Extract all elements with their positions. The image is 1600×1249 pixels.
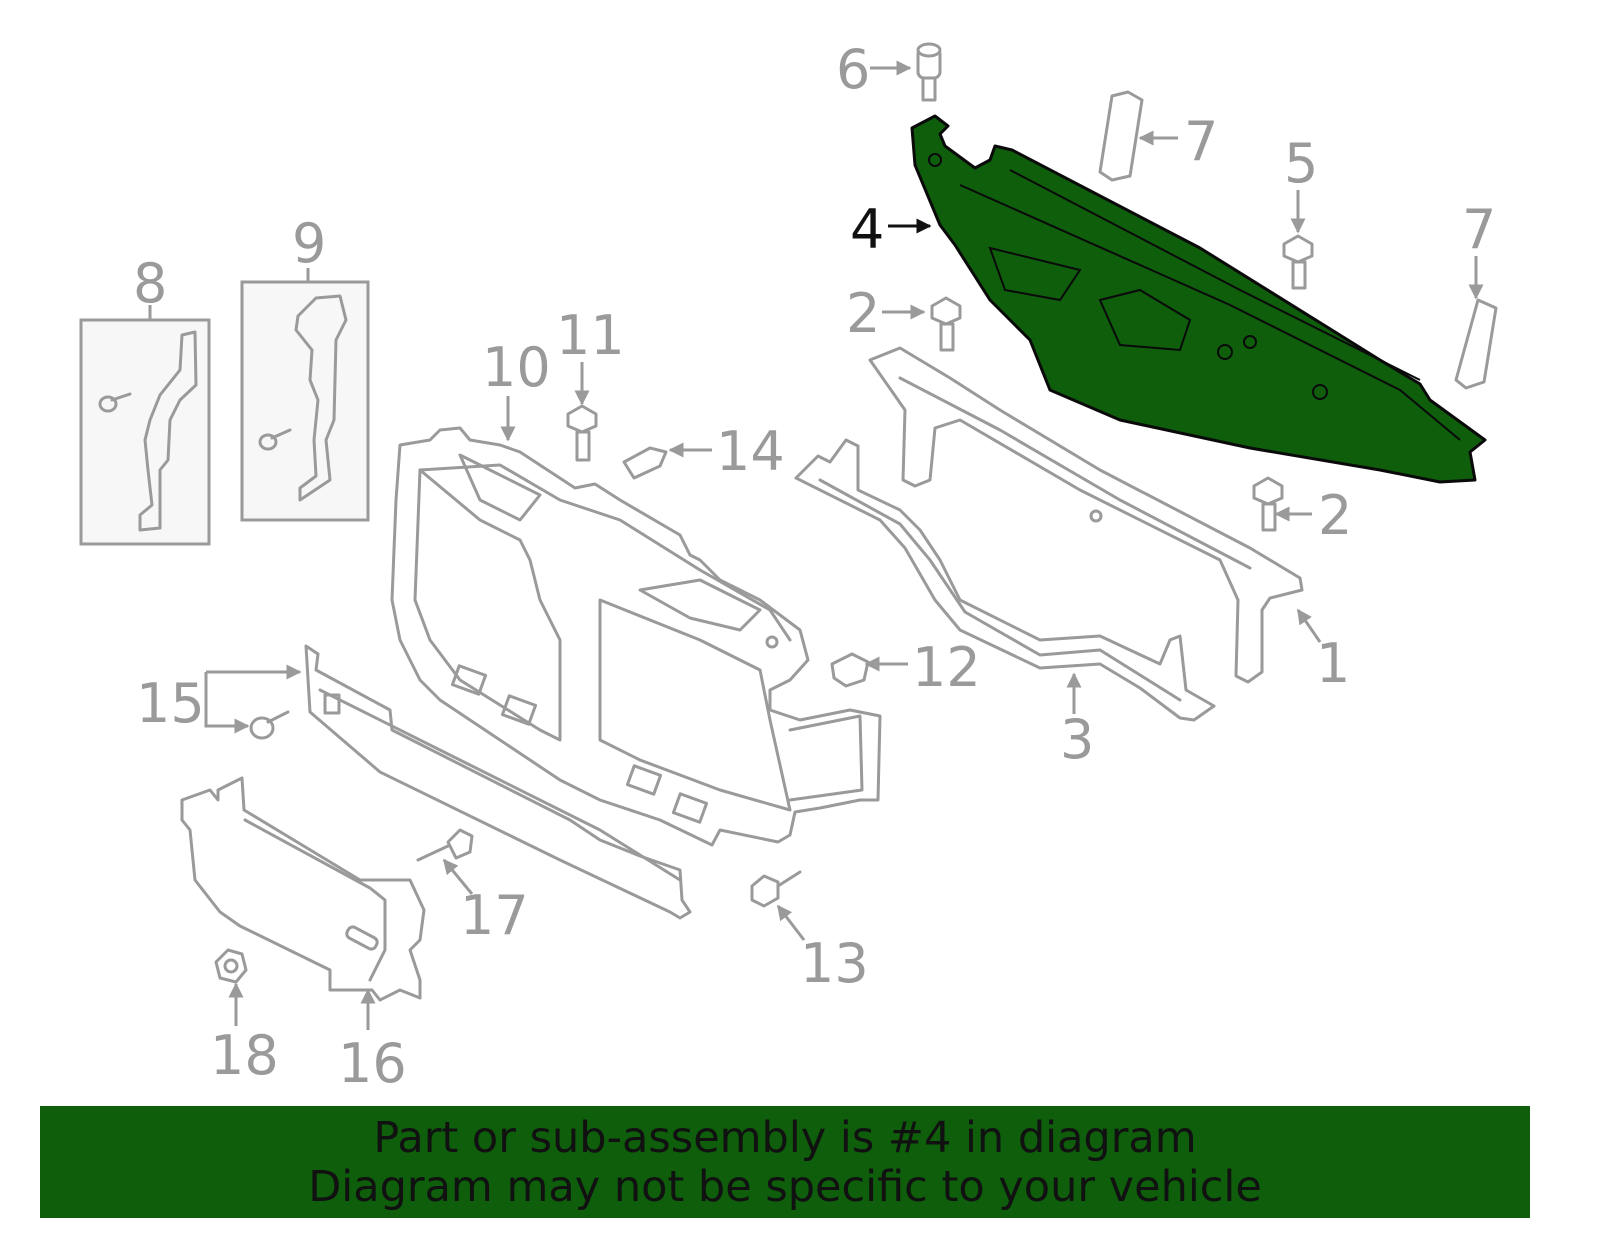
part-8-bracket-box[interactable] <box>79 318 211 546</box>
callout-14: 14 <box>716 420 785 483</box>
callout-10: 10 <box>482 336 551 399</box>
banner-line-2: Diagram may not be specific to your vehi… <box>308 1162 1262 1212</box>
callout-17: 17 <box>460 884 529 947</box>
callout-5: 5 <box>1284 132 1318 195</box>
part-5-bolt[interactable] <box>1282 234 1314 290</box>
callout-9: 9 <box>292 212 326 275</box>
part-12-clip[interactable] <box>830 652 870 688</box>
part-16-lower-shield[interactable] <box>180 776 426 1002</box>
part-6-bolt[interactable] <box>916 42 942 102</box>
callout-7-lower: 7 <box>1462 198 1496 261</box>
part-15-lower-panel[interactable] <box>304 644 692 920</box>
part-18-nut[interactable] <box>214 948 248 984</box>
callout-labels: 6 4 7 5 7 2 2 1 3 8 9 10 11 14 12 15 17 … <box>133 38 1496 1095</box>
part-13-bolt[interactable] <box>750 870 802 908</box>
part-11-bolt[interactable] <box>566 404 598 462</box>
callout-2-left: 2 <box>846 282 880 345</box>
callout-18: 18 <box>210 1024 279 1087</box>
part-2-bolt-left[interactable] <box>930 296 962 352</box>
part-10-radiator-support[interactable] <box>390 426 882 847</box>
info-banner: Part or sub-assembly is #4 in diagram Di… <box>40 1106 1530 1218</box>
callout-7-upper: 7 <box>1184 110 1218 173</box>
callout-1: 1 <box>1316 632 1350 695</box>
part-3-lower-tie-bar[interactable] <box>794 438 1216 722</box>
callout-16: 16 <box>338 1032 407 1095</box>
callout-4: 4 <box>850 198 884 261</box>
part-7-clip-lower[interactable] <box>1454 298 1498 390</box>
callout-12: 12 <box>912 636 981 699</box>
part-14-clip[interactable] <box>622 446 668 480</box>
part-2-bolt-right[interactable] <box>1252 476 1284 532</box>
callout-11: 11 <box>556 304 625 367</box>
callout-8: 8 <box>133 252 167 315</box>
callout-6: 6 <box>836 38 870 101</box>
callout-15: 15 <box>136 672 205 735</box>
part-17-bolt[interactable] <box>416 828 474 862</box>
banner-line-1: Part or sub-assembly is #4 in diagram <box>373 1113 1197 1163</box>
part-15-screw[interactable] <box>249 710 290 740</box>
part-4-deflector-shield[interactable] <box>910 114 1487 484</box>
callout-13: 13 <box>800 932 869 995</box>
callout-3: 3 <box>1060 708 1094 771</box>
part-1-upper-tie-bar[interactable] <box>868 346 1304 684</box>
part-9-bracket-box[interactable] <box>240 280 370 522</box>
leader-lines <box>148 60 1484 1030</box>
callout-2-right: 2 <box>1318 484 1352 547</box>
part-7-clip-upper[interactable] <box>1098 90 1144 182</box>
